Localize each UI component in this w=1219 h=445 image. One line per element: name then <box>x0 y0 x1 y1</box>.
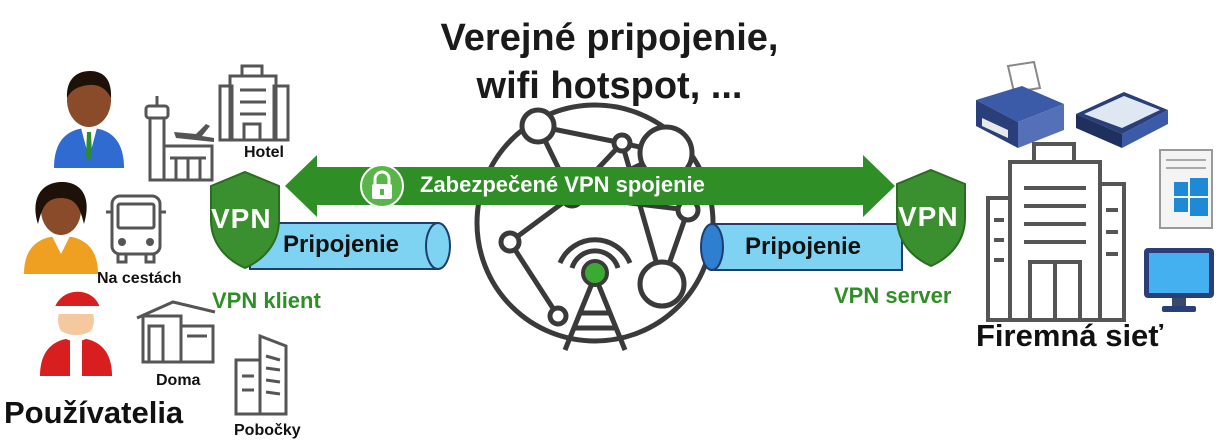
client-shield-text: VPN <box>211 203 272 234</box>
client-label: VPN klient <box>212 288 321 313</box>
client-tube <box>249 222 451 270</box>
printer-icon <box>976 60 1064 148</box>
company-label: Firemná sieť <box>976 318 1164 353</box>
server-shield-text: VPN <box>898 201 959 232</box>
user-icon <box>24 182 98 274</box>
house-icon <box>136 300 216 364</box>
monitor-icon <box>1144 248 1214 312</box>
title: Verejné pripojenie, wifi hotspot, ... <box>0 14 1219 110</box>
label-branches: Pobočky <box>234 422 301 439</box>
company-building-icon <box>986 142 1126 322</box>
tunnel-arrow <box>285 155 895 217</box>
user-icon <box>40 291 112 376</box>
lock-icon <box>360 164 404 208</box>
client-shield-icon <box>210 170 280 270</box>
bus-icon <box>106 194 166 264</box>
antenna-icon <box>557 237 633 351</box>
client-tube-label: Pripojenie <box>283 231 400 258</box>
server-tube-label: Pripojenie <box>745 233 862 260</box>
server-shield-icon <box>896 168 966 268</box>
network-globe-icon <box>474 102 716 351</box>
scanner-icon <box>1076 92 1168 148</box>
users-label: Používatelia <box>4 395 184 430</box>
server-tube <box>700 223 903 271</box>
server-icon <box>1159 149 1213 229</box>
hotel-icon <box>218 64 290 142</box>
label-travel: Na cestách <box>97 270 182 287</box>
tunnel-label: Zabezpečené VPN spojenie <box>420 172 705 197</box>
user-icon <box>54 71 124 168</box>
title-line-2: wifi hotspot, ... <box>476 65 743 107</box>
title-line-1: Verejné pripojenie, <box>440 17 779 59</box>
label-hotel: Hotel <box>244 144 284 161</box>
office-building-icon <box>234 333 288 416</box>
server-label: VPN server <box>834 283 952 308</box>
label-home: Doma <box>156 372 201 389</box>
airport-icon <box>144 96 214 182</box>
